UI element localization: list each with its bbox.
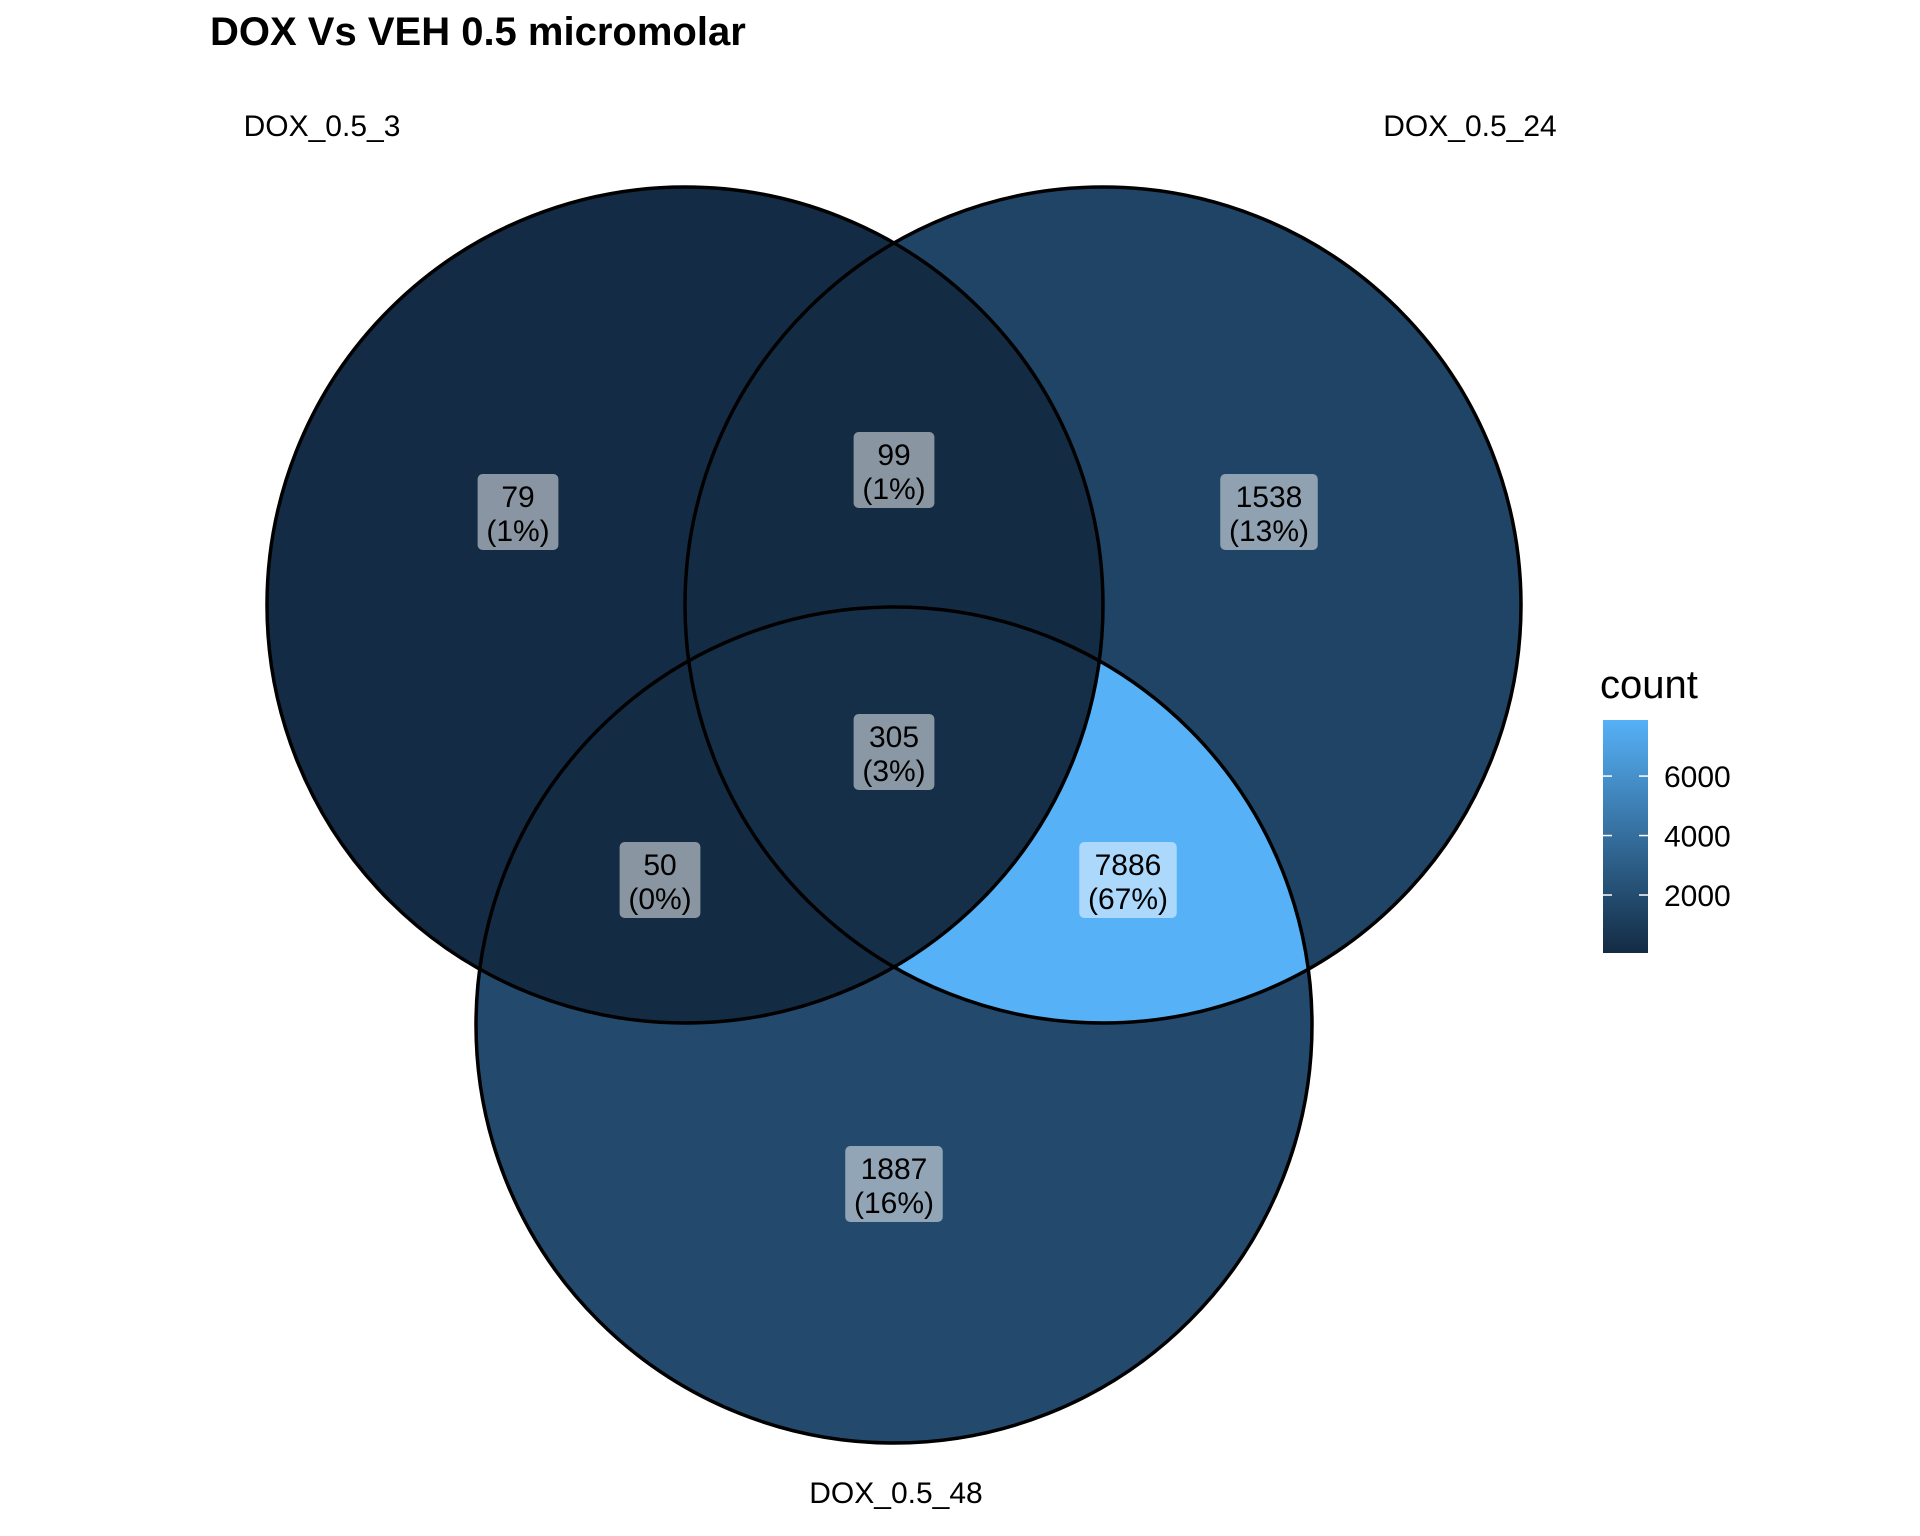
set-circle-c (474, 605, 1314, 1445)
region-percent: (0%) (628, 883, 691, 916)
region-abc (684, 606, 1103, 1023)
region-label-box (853, 714, 935, 790)
set-circle-a (265, 185, 1105, 1025)
legend-tick-label: 6000 (1664, 761, 1731, 794)
set-label-dox-0-5-24: DOX_0.5_24 (1383, 110, 1556, 143)
region-percent: (1%) (486, 515, 549, 548)
chart-title: DOX Vs VEH 0.5 micromolar (210, 10, 746, 54)
color-legend: count 2000 4000 6000 (1600, 663, 1731, 953)
set-circle-b (683, 185, 1523, 1025)
region-count: 99 (877, 439, 910, 472)
region-label-box (1079, 842, 1177, 918)
set-label-dox-0-5-3: DOX_0.5_3 (244, 110, 401, 143)
region-label-box (853, 432, 935, 508)
circle-outlines (265, 185, 1523, 1445)
region-percent: (13%) (1229, 515, 1309, 548)
region-label-c_only: 1887(16%) (845, 1146, 943, 1222)
set-label-dox-0-5-48: DOX_0.5_48 (809, 1477, 982, 1510)
legend-tick-label: 2000 (1664, 880, 1731, 913)
region-label-box (477, 474, 559, 550)
region-label-abc: 305(3%) (853, 714, 935, 790)
region-percent: (67%) (1088, 883, 1168, 916)
region-label-ab: 99(1%) (853, 432, 935, 508)
region-labels: 79(1%)1538(13%)1887(16%)99(1%)50(0%)7886… (477, 432, 1318, 1222)
region-label-box (1220, 474, 1318, 550)
region-label-bc: 7886(67%) (1079, 842, 1177, 918)
region-label-box (845, 1146, 943, 1222)
region-count: 50 (643, 849, 676, 882)
region-count: 1538 (1236, 481, 1303, 514)
region-count: 305 (869, 721, 919, 754)
region-label-b_only: 1538(13%) (1220, 474, 1318, 550)
region-percent: (16%) (854, 1187, 934, 1220)
region-percent: (1%) (862, 473, 925, 506)
region-count: 1887 (861, 1153, 928, 1186)
region-count: 7886 (1095, 849, 1162, 882)
legend-ticks: 2000 4000 6000 (1603, 761, 1731, 913)
legend-tick-label: 4000 (1664, 821, 1731, 854)
legend-title: count (1600, 663, 1698, 707)
region-fills (266, 186, 1521, 1444)
region-percent: (3%) (862, 755, 925, 788)
legend-colorbar (1603, 720, 1648, 953)
region-label-ac: 50(0%) (619, 842, 701, 918)
region-count: 79 (501, 481, 534, 514)
region-label-box (619, 842, 701, 918)
region-label-a_only: 79(1%) (477, 474, 559, 550)
